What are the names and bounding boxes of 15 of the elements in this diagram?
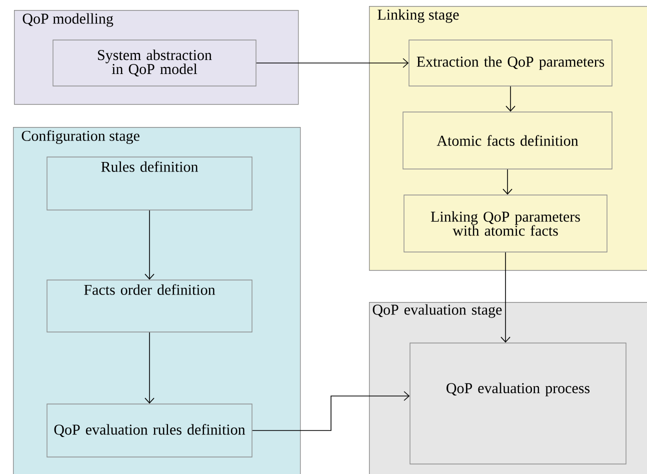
process-box: Facts order definition (46, 280, 252, 332)
process-box: QoP evaluation process (410, 342, 626, 464)
arrow (500, 252, 510, 343)
process-box: Linking QoP parameters with atomic facts (404, 194, 608, 252)
process-box: Extraction the QoP parameters (408, 40, 612, 86)
process-box: System abstraction in QoP model (52, 40, 256, 86)
process-box: Rules definition (46, 156, 252, 210)
process-box: QoP evaluation rules definition (46, 404, 252, 458)
arrow (506, 86, 516, 112)
arrow (144, 332, 154, 404)
arrow (252, 391, 410, 431)
process-box: Atomic facts definition (402, 112, 612, 170)
arrow (256, 58, 409, 68)
arrow (502, 168, 512, 195)
arrow (144, 210, 154, 280)
